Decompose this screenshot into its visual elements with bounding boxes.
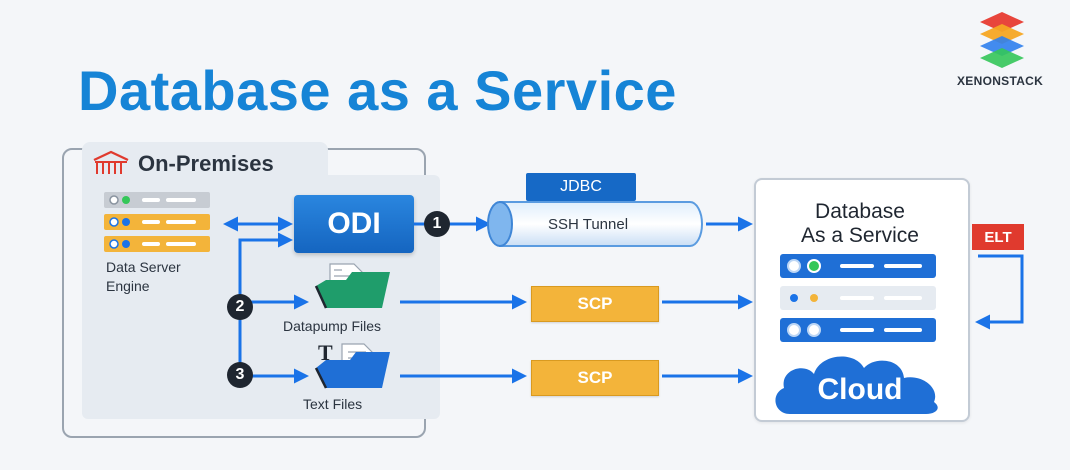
ssh-tunnel-icon: [487, 201, 703, 247]
page-title: Database as a Service: [78, 59, 677, 122]
xenonstack-logo-icon: [980, 12, 1024, 68]
odi-box: ODI: [294, 195, 414, 253]
datapump-files-icon: [314, 263, 390, 309]
text-file-glyph-icon: T: [318, 340, 333, 365]
cloud-icon: [775, 356, 938, 414]
scp-box-top: SCP: [531, 286, 659, 322]
data-server-label-line2: Engine: [106, 278, 150, 294]
data-server-label: Data Server Engine: [106, 258, 181, 296]
step-badge-3: 3: [227, 362, 253, 388]
daas-title-line2: As a Service: [801, 224, 919, 247]
text-files-label: Text Files: [303, 396, 363, 412]
text-files-icon: [314, 343, 390, 389]
daas-server-icon: [780, 254, 936, 342]
scp-box-bottom: SCP: [531, 360, 659, 396]
datapump-files-label: Datapump Files: [283, 318, 382, 334]
jdbc-label: JDBC: [526, 173, 636, 201]
step-badge-2: 2: [227, 294, 253, 320]
daas-title-line1: Database: [815, 200, 905, 223]
data-server-icon: [104, 192, 210, 252]
ssh-tunnel-label: SSH Tunnel: [548, 216, 629, 233]
data-server-label-line1: Data Server: [106, 259, 181, 275]
step-badge-1: 1: [424, 211, 450, 237]
brand-name: XENONSTACK: [957, 74, 1044, 88]
on-premises-title: On-Premises: [138, 151, 274, 176]
building-icon: [93, 150, 129, 174]
daas-title: Database As a Service: [754, 200, 966, 248]
cloud-label: Cloud: [817, 373, 903, 406]
elt-label: ELT: [972, 224, 1024, 250]
